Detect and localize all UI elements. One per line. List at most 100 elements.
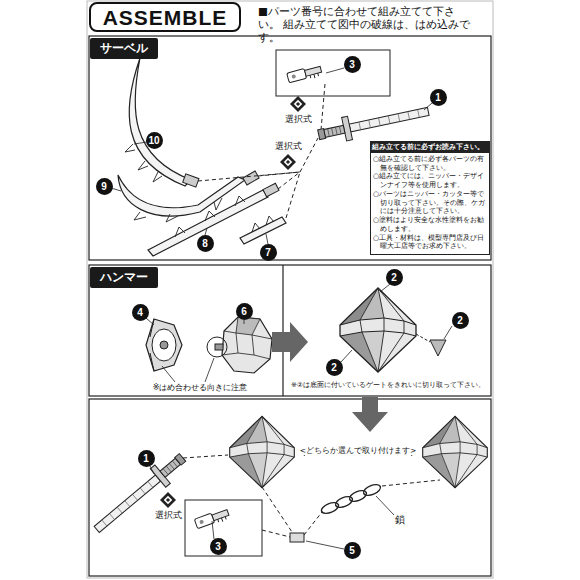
line-art [150, 319, 154, 371]
line-art [321, 84, 325, 130]
line-art [320, 482, 382, 515]
line-art [352, 397, 388, 432]
callout-number: 3 [344, 56, 361, 73]
line-art [340, 288, 416, 372]
line-art [89, 265, 491, 396]
section-header: ハンマー [90, 267, 158, 288]
line-art [134, 142, 147, 144]
sheet-frame [87, 1, 493, 578]
line-art [222, 317, 272, 373]
box-heading: サーベル [100, 40, 148, 57]
line-art [424, 103, 432, 110]
sheet-title: ASSEMBLE [103, 7, 228, 28]
line-art [320, 500, 340, 515]
line-art [290, 96, 306, 112]
line-art [205, 228, 207, 235]
line-art [222, 331, 272, 359]
line-art [212, 521, 214, 539]
line-art [175, 196, 245, 237]
line-art [276, 50, 390, 96]
line-art [162, 358, 214, 382]
line-art [111, 188, 121, 191]
callout-number: 2 [386, 269, 403, 286]
line-art [146, 319, 182, 371]
box-heading: ハンマー [100, 269, 148, 286]
line-art [348, 488, 368, 503]
option-mark-label: 選択式 [285, 114, 312, 125]
hammer-parts [146, 284, 452, 432]
line-art [183, 174, 199, 187]
line-art [215, 344, 223, 350]
callout-number: 8 [197, 235, 214, 252]
line-art [129, 58, 191, 186]
callout-number: 4 [132, 304, 149, 321]
line-art [152, 329, 176, 361]
line-art [244, 320, 245, 324]
option-mark-label: 選択式 [275, 141, 302, 152]
callout-number: 1 [430, 89, 447, 106]
line-art [125, 144, 162, 182]
line-art [183, 455, 440, 537]
box-text: ○パーツはニッパー・カッター等で切り取って下さい。その際、ケガには十分注意して下… [373, 190, 487, 216]
line-art [89, 448, 190, 538]
line-art [146, 318, 154, 325]
caution-note: ※②は底面に付いているゲートをきれいに切り取って下さい。 [291, 381, 485, 390]
caution-note: ※はめ合わせる向きに注意 [153, 383, 248, 393]
line-art [90, 3, 240, 31]
line-art [341, 284, 452, 362]
line-art [263, 183, 279, 196]
notice-box: 組み立てる前に必ずお読み下さい。 ○組み立てる前に必ず各パーツの有無を確認して下さ… [370, 141, 490, 255]
line-art [160, 341, 168, 349]
line-art [430, 340, 446, 356]
callout-number: 2 [452, 312, 469, 329]
line-art [272, 322, 308, 362]
line-art [87, 1, 493, 578]
line-art [198, 138, 318, 218]
line-art [243, 171, 259, 185]
line-art [215, 317, 272, 373]
line-art [89, 36, 491, 260]
line-art [416, 334, 430, 342]
line-art [280, 154, 296, 170]
line-art [160, 492, 176, 508]
line-art [146, 319, 182, 371]
callout-number: 1 [138, 450, 155, 467]
line-art [290, 533, 304, 542]
line-art [240, 217, 286, 244]
hammer-assembly [89, 416, 487, 556]
section-header: サーベル [90, 38, 158, 59]
line-art [150, 466, 154, 474]
line-art [326, 68, 344, 73]
instruction-note: ■パーツ番号に合わせて組み立てて下さい。 組み立てて図中の破線は、はめ込みです。 [258, 5, 473, 44]
box-text: ○塗料はより安全な水性塗料をお勧めします。 [373, 216, 487, 234]
line-art [306, 496, 394, 549]
line-art [287, 64, 323, 84]
box-text: ○工具・材料は、模型専門店及び日曜大工店等でお求め下さい。 [373, 234, 487, 252]
box-heading: 組み立てる前に必ずお読み下さい。 [371, 142, 489, 153]
line-art [207, 337, 227, 357]
line-art [423, 416, 488, 487]
line-art [252, 216, 274, 232]
callout-number: 10 [146, 132, 163, 149]
callout-number: 5 [344, 542, 361, 559]
line-art [148, 190, 268, 256]
callout-number: 7 [260, 244, 277, 261]
part-name: 鎖 [395, 514, 405, 527]
line-art [362, 482, 382, 497]
line-art [89, 399, 491, 576]
callout-number: 2 [326, 359, 343, 376]
option-mark-label: 選択式 [155, 510, 182, 521]
callout-number: 3 [210, 538, 227, 555]
line-art [316, 100, 431, 147]
line-art [185, 500, 262, 556]
line-art [236, 317, 260, 335]
choice-note: <どちらか選んで取り付けます> [298, 446, 419, 455]
box-text: ○組み立てには、ニッパー・デザインナイフ等を使用します。 [373, 172, 487, 190]
box-text: ○組み立てる前に必ず各パーツの有無を確認して下さい。 [373, 155, 487, 173]
line-art [230, 416, 295, 487]
callout-number: 9 [96, 178, 113, 195]
callout-number: 6 [236, 303, 253, 320]
line-art [334, 494, 354, 509]
line-art [282, 265, 283, 396]
